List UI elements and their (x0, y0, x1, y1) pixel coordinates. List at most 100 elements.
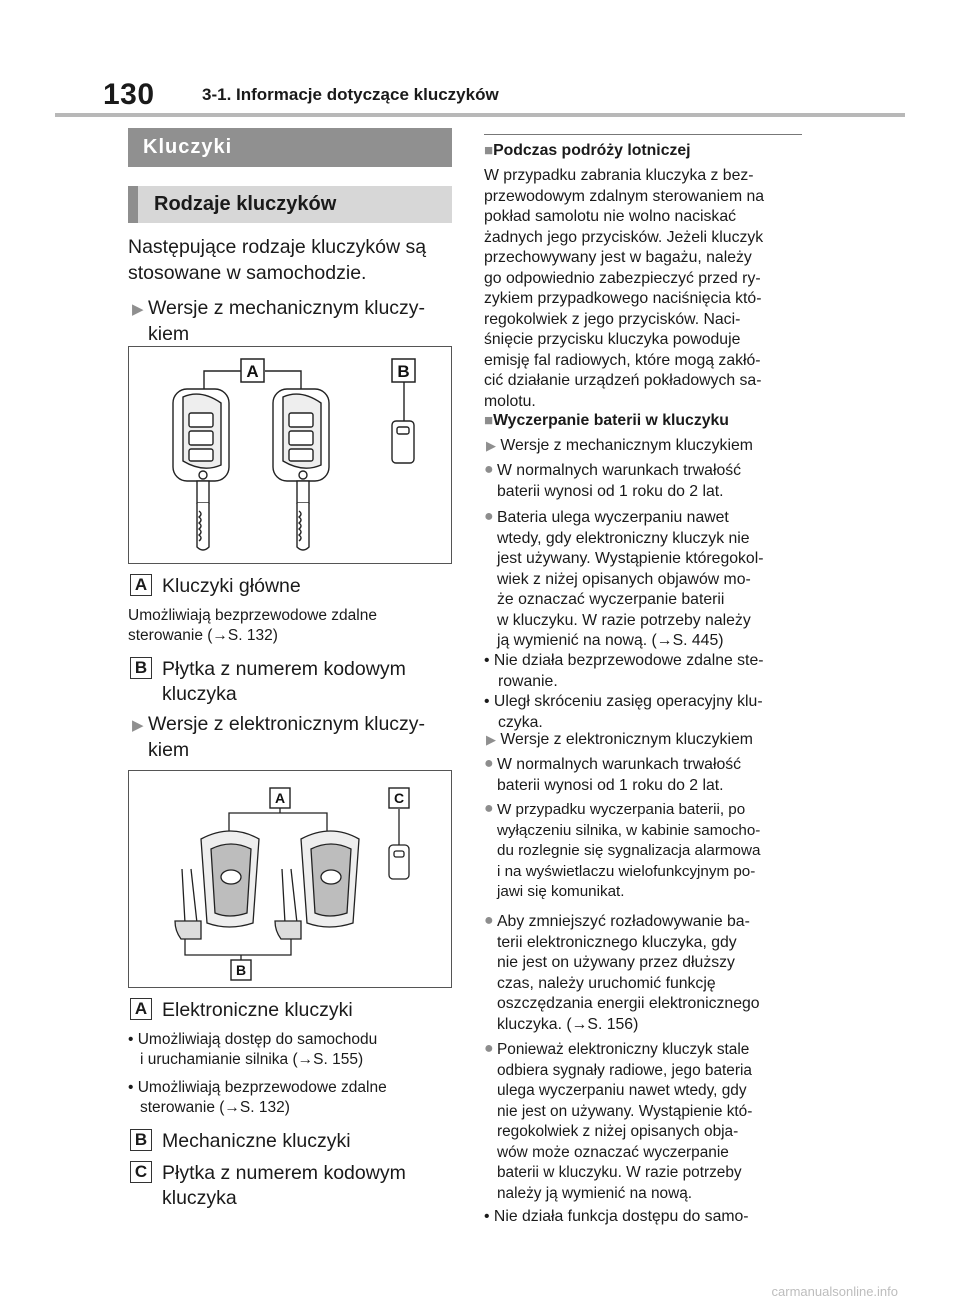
badge-b: B (130, 657, 152, 679)
item-b-title-2: kluczyka (162, 683, 237, 705)
item-a-title: Kluczyki główne (162, 575, 301, 597)
item2-a-bullet1-1: • Umożliwiają dostęp do samochodu (128, 1031, 378, 1048)
text-line: żadnych jego przycisków. Jeżeli kluczyk (484, 228, 764, 246)
text-line: Aby zmniejszyć rozładowywanie ba- (497, 913, 750, 930)
text-line: jest używany. Wystąpienie któregokol- (497, 550, 764, 567)
figure-mechanical-keys: A B (128, 346, 452, 564)
electronic-keys-illustration: A C B (174, 787, 410, 981)
badge-b: B (130, 1129, 152, 1151)
text-line: cić działanie urządzeń pokładowych sa- (484, 372, 762, 389)
subsection-title: Rodzaje kluczyków (128, 186, 452, 223)
text-line: należy ją wymienić na nową. (497, 1184, 693, 1202)
figure-label-c: C (394, 790, 404, 806)
elec-heading-2: kiem (148, 739, 190, 761)
text-line: w kluczyku. W razie potrzeby należy (497, 611, 751, 629)
text-line: W normalnych warunkach trwałość (497, 756, 742, 773)
square-bullet-icon: ■ (484, 412, 494, 429)
triangle-bullet-icon: ▶ (132, 717, 144, 734)
badge-a: A (130, 574, 152, 596)
text-line: regokolwiek z jego przycisków. Naci- (484, 310, 741, 328)
text-line: śnięcie przycisku kluczyka powoduje (484, 331, 741, 348)
right-column-rule (484, 134, 802, 135)
text-line: emisję fal radiowych, które mogą zakłó- (484, 351, 761, 369)
text-line: regokolwiek z niżej opisanych obja- (497, 1123, 739, 1140)
figure-label-a: A (275, 790, 285, 806)
triangle-bullet-icon: ▶ (132, 301, 144, 318)
badge-a: A (130, 998, 152, 1020)
elec-bullet-1: W normalnych warunkach trwałość baterii w… (497, 755, 741, 796)
text-line: wów może oznaczać wyczerpanie (497, 1143, 729, 1161)
mechanical-keys-illustration: A B (172, 358, 416, 551)
text-line: terii elektronicznego kluczyka, gdy (497, 933, 737, 951)
badge-c: C (130, 1161, 152, 1183)
mech-symptom-1: • Nie działa bezprzewodowe zdalne ste-ro… (484, 651, 764, 692)
item-b-title-1: Płytka z numerem kodowym (162, 658, 406, 680)
text-line: odbiera sygnały radiowe, jego bateria (497, 1061, 752, 1079)
figure-label-b: B (236, 962, 246, 978)
item-a-desc-2: sterowanie (→S. 132) (128, 627, 278, 644)
chapter-title: 3-1. Informacje dotyczące kluczyków (202, 85, 499, 104)
elec-bullet-2: W przypadku wyczerpania baterii, po wyłąc… (497, 800, 760, 903)
item2-a-bullet2-1: • Umożliwiają bezprzewodowe zdalne (128, 1079, 387, 1096)
text-line: że oznaczać wyczerpanie baterii (497, 591, 725, 608)
intro-line-2: stosowane w samochodzie. (128, 262, 367, 284)
bullet-dot-icon: ● (484, 461, 494, 478)
text-line: Bateria ulega wyczerpaniu nawet (497, 509, 729, 526)
watermark: carmanualsonline.info (771, 1284, 898, 1299)
text-line: przechowywany jest w bagażu, należy (484, 249, 752, 266)
text-line: Ponieważ elektroniczny kluczyk stale (497, 1041, 750, 1058)
elec-version-heading: ▶ Wersje z elektronicznym kluczykiem (486, 731, 753, 748)
text-line: i na wyświetlaczu wielofunkcyjnym po- (497, 862, 756, 880)
triangle-bullet-icon: ▶ (486, 438, 496, 453)
text-line: czas, należy uruchomić funkcję (497, 974, 716, 992)
text-line: W przypadku wyczerpania baterii, po (497, 801, 746, 818)
text-line: • Nie działa bezprzewodowe zdalne ste- (484, 652, 764, 669)
text-line: du rozlegnie się sygnalizacja alarmowa (497, 842, 761, 859)
text-line: wiek z niżej opisanych objawów mo- (497, 570, 751, 588)
page-number: 130 (103, 78, 155, 111)
text-line: przewodowym zdalnym sterowaniem na (484, 187, 765, 205)
text-line: pokład samolotu nie wolno naciskać (484, 208, 737, 225)
text-line: czyka. (498, 713, 543, 731)
bullet-dot-icon: ● (484, 800, 494, 817)
air-travel-heading: ■Podczas podróży lotniczej (484, 142, 691, 159)
text-line: baterii wynosi od 1 roku do 2 lat. (497, 482, 724, 500)
mech-bullet-1: W normalnych warunkach trwałość baterii w… (497, 461, 741, 502)
elec-symptom-1: • Nie działa funkcja dostępu do samo- (484, 1208, 749, 1225)
figure-electronic-keys: A C B (128, 770, 452, 988)
elec-heading-1: Wersje z elektronicznym kluczy- (148, 713, 426, 735)
mech-version-heading: ▶ Wersje z mechanicznym kluczykiem (486, 437, 753, 454)
section-title: Kluczyki (128, 128, 452, 167)
text-line: W normalnych warunkach trwałość (497, 462, 742, 479)
item2-a-bullet1-2: i uruchamianie silnika (→S. 155) (140, 1051, 364, 1068)
item2-c-title-1: Płytka z numerem kodowym (162, 1162, 406, 1184)
bullet-dot-icon: ● (484, 508, 494, 525)
text-line: baterii wynosi od 1 roku do 2 lat. (497, 776, 724, 794)
text-line: go odpowiednio zabezpieczyć przed ry- (484, 269, 761, 287)
text-line: wyłączeniu silnika, w kabinie samocho- (497, 821, 761, 839)
item2-c-title-2: kluczyka (162, 1187, 237, 1209)
item2-a-title: Elektroniczne kluczyki (162, 999, 353, 1021)
text-line: ulega wyczerpaniu nawet wtedy, gdy (497, 1082, 747, 1099)
elec-bullet-4: Ponieważ elektroniczny kluczyk stale odbi… (497, 1040, 752, 1204)
triangle-bullet-icon: ▶ (486, 732, 496, 747)
text-line: kluczyka. (→S. 156) (497, 1015, 639, 1033)
mech-heading-1: Wersje z mechanicznym kluczy- (148, 297, 426, 319)
elec-bullet-3: Aby zmniejszyć rozładowywanie ba-terii e… (497, 912, 760, 1035)
text-line: jawi się komunikat. (497, 883, 625, 900)
text-line: • Uległ skróceniu zasięg operacyjny klu- (484, 693, 763, 710)
item2-a-bullet2-2: sterowanie (→S. 132) (140, 1099, 290, 1116)
text-line: W przypadku zabrania kluczyka z bez- (484, 167, 754, 184)
text-line: molotu. (484, 392, 536, 410)
text-line: oszczędzania energii elektronicznego (497, 995, 760, 1012)
text-line: baterii w kluczyku. W razie potrzeby (497, 1164, 742, 1181)
figure-label-b: B (397, 362, 409, 381)
bullet-dot-icon: ● (484, 755, 494, 772)
mech-symptom-2: • Uległ skróceniu zasięg operacyjny klu-… (484, 692, 763, 733)
battery-heading: ■Wyczerpanie baterii w kluczyku (484, 412, 729, 429)
text-line: zykiem przypadkowego naciśnięcia któ- (484, 290, 762, 307)
text-line: nie jest on używany przez dłuższy (497, 954, 735, 971)
air-travel-paragraph: W przypadku zabrania kluczyka z bez-prze… (484, 166, 764, 412)
text-line: rowanie. (498, 672, 558, 690)
